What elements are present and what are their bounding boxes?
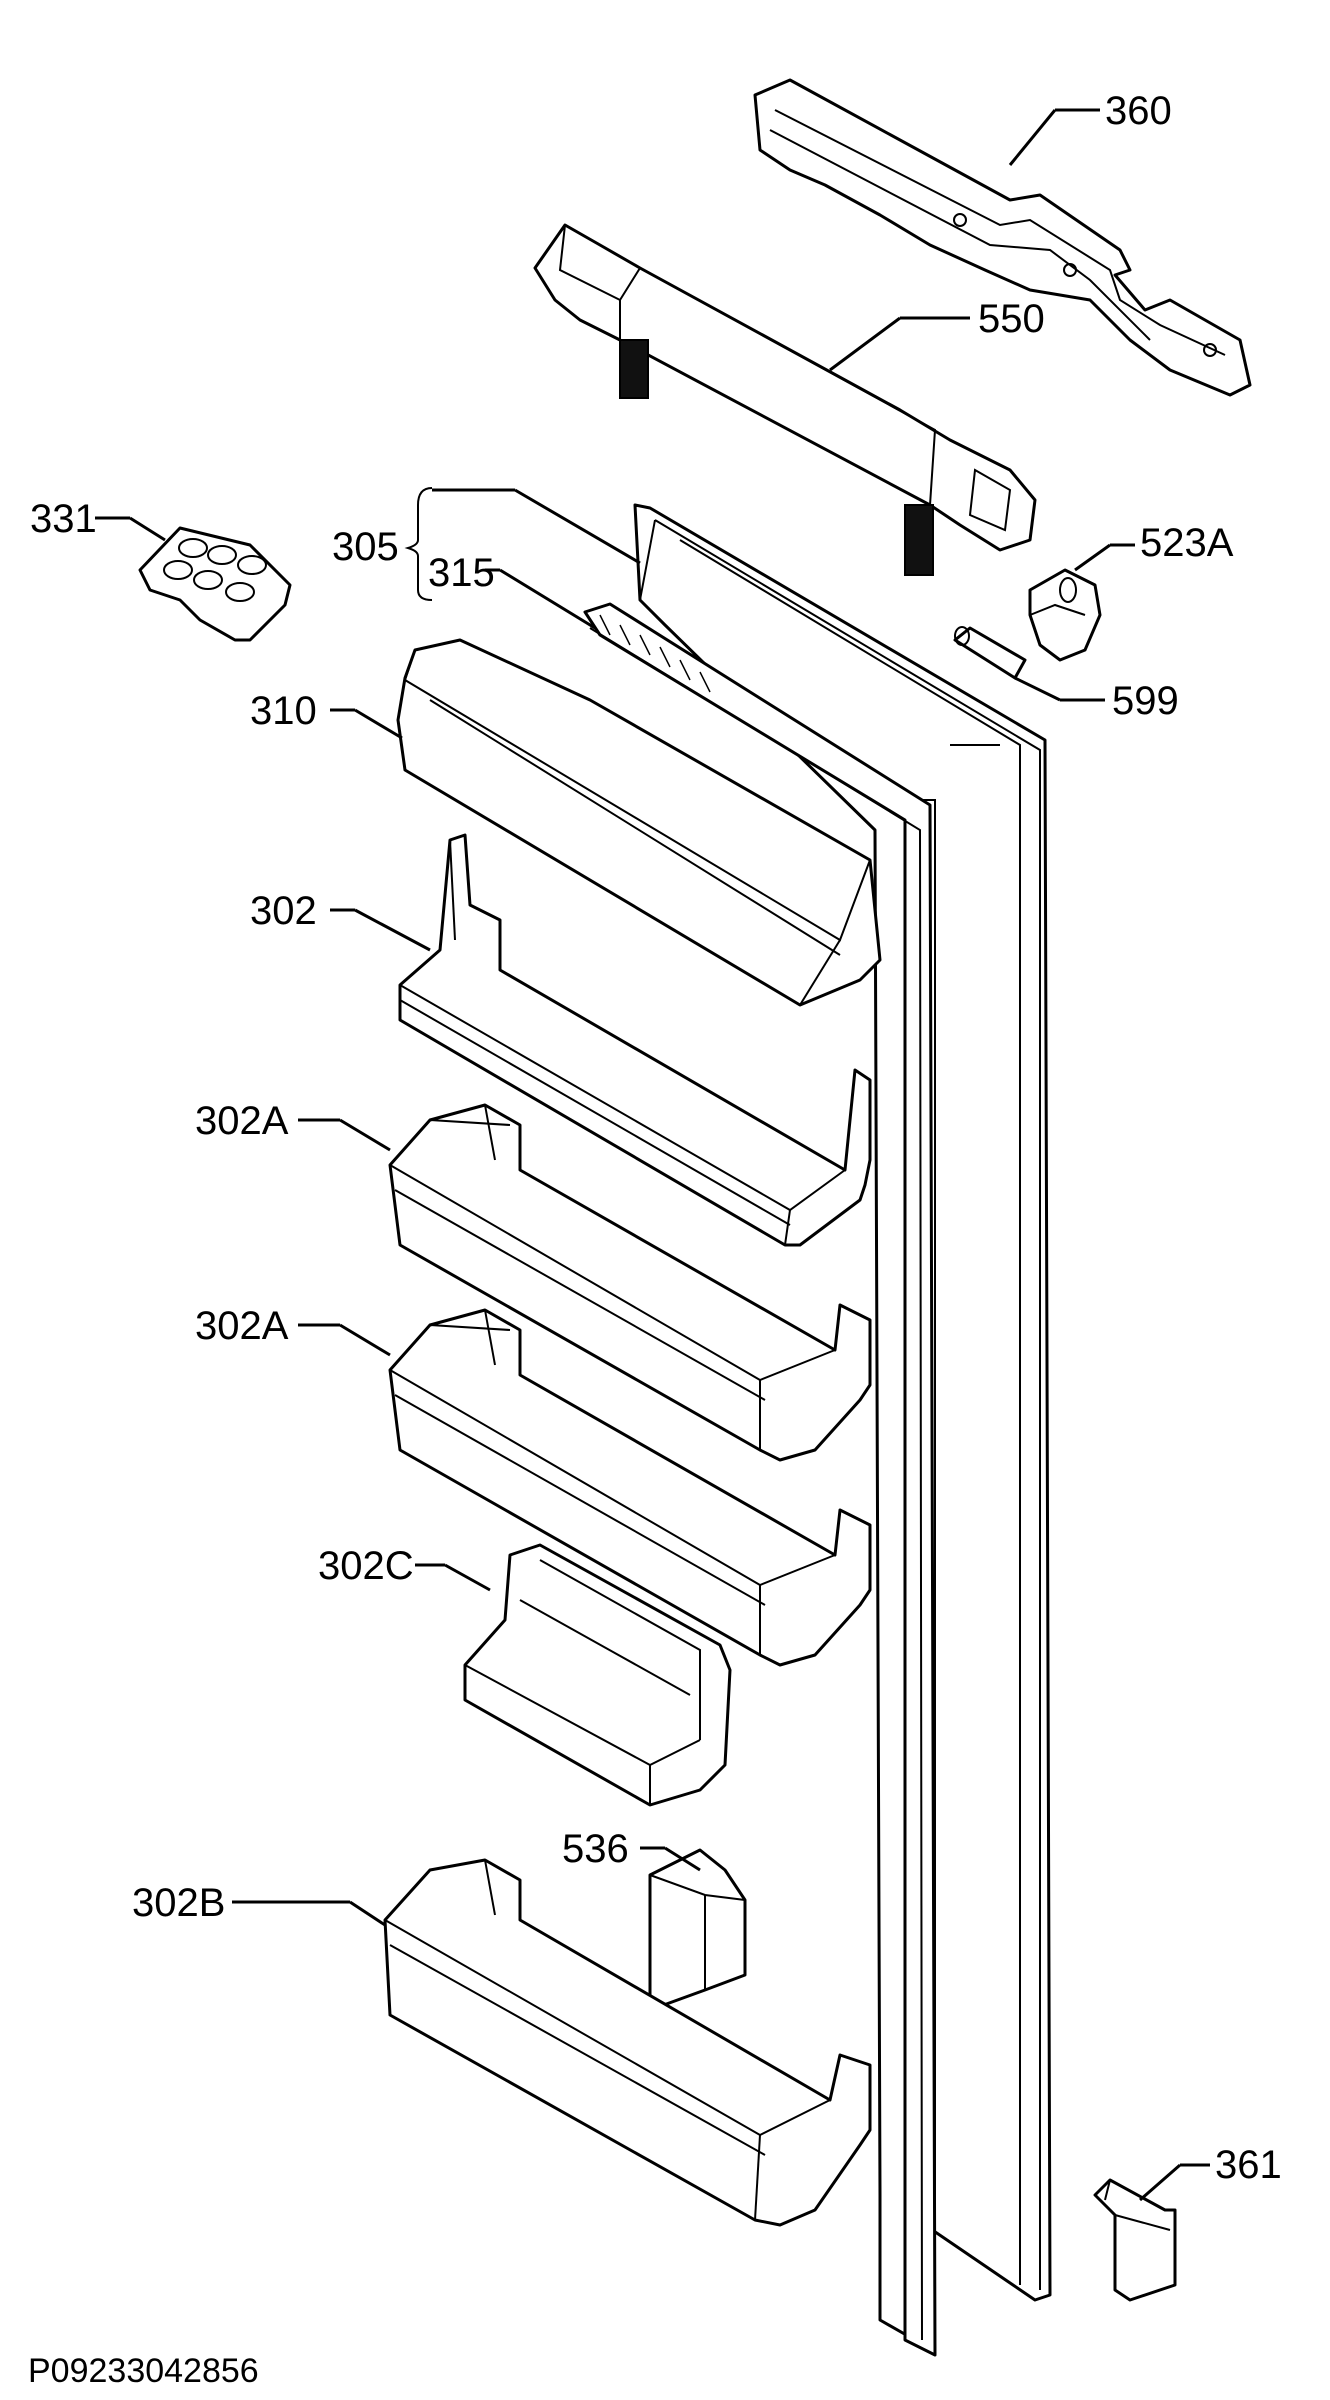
- part-536-bottle-retainer: [648, 1848, 747, 2012]
- label-302: 302: [250, 889, 317, 933]
- label-302b: 302B: [132, 1881, 225, 1925]
- leader-331-diag: [129, 516, 166, 542]
- part-302a-upper-door-shelf: [388, 1103, 872, 1462]
- label-315: 315: [428, 551, 495, 595]
- label-361: 361: [1215, 2143, 1282, 2187]
- part-550-top-cover: [533, 223, 1037, 576]
- part-360-hinge-bracket: [753, 78, 1252, 397]
- reference-code: P09233042856: [28, 2352, 259, 2390]
- part-302b-bottom-door-shelf: [383, 1858, 872, 2227]
- leader-315-diag: [499, 568, 596, 630]
- part-361-clip: [1093, 2178, 1177, 2302]
- leader-361: [1139, 2163, 1181, 2202]
- leader-302c-diag: [444, 1563, 491, 1592]
- part-523a-bushing: [1028, 568, 1102, 662]
- leader-310-diag: [354, 708, 403, 740]
- label-331: 331: [30, 497, 97, 541]
- leader-599: [1014, 676, 1061, 702]
- brace-305: [404, 487, 433, 601]
- part-315-gasket: [583, 602, 937, 2357]
- label-302a-upper: 302A: [195, 1099, 289, 1143]
- leader-302b-diag: [349, 1900, 386, 1927]
- part-331-egg-tray: [138, 526, 292, 642]
- label-536: 536: [562, 1827, 629, 1871]
- label-310: 310: [250, 689, 317, 733]
- label-550: 550: [978, 297, 1045, 341]
- label-302a-lower: 302A: [195, 1304, 289, 1348]
- leader-536-diag: [664, 1846, 701, 1872]
- leader-523a: [1074, 543, 1111, 572]
- label-302c: 302C: [318, 1544, 414, 1588]
- leader-302-diag: [354, 908, 431, 952]
- leader-302a-lower-diag: [339, 1323, 391, 1357]
- label-523a: 523A: [1140, 521, 1234, 565]
- leader-302a-upper-diag: [339, 1118, 391, 1152]
- leader-305-diag: [514, 488, 641, 565]
- part-599-pin: [953, 626, 1027, 680]
- label-599: 599: [1112, 679, 1179, 723]
- part-302a-lower-door-shelf: [388, 1308, 872, 1667]
- leader-360: [1008, 109, 1057, 166]
- part-302c-small-bin: [463, 1543, 732, 1807]
- part-310-dairy-lid: [396, 638, 882, 1007]
- label-360: 360: [1105, 89, 1172, 133]
- part-302-door-shelf: [398, 833, 872, 1247]
- leader-550: [829, 316, 901, 372]
- label-305: 305: [332, 525, 399, 569]
